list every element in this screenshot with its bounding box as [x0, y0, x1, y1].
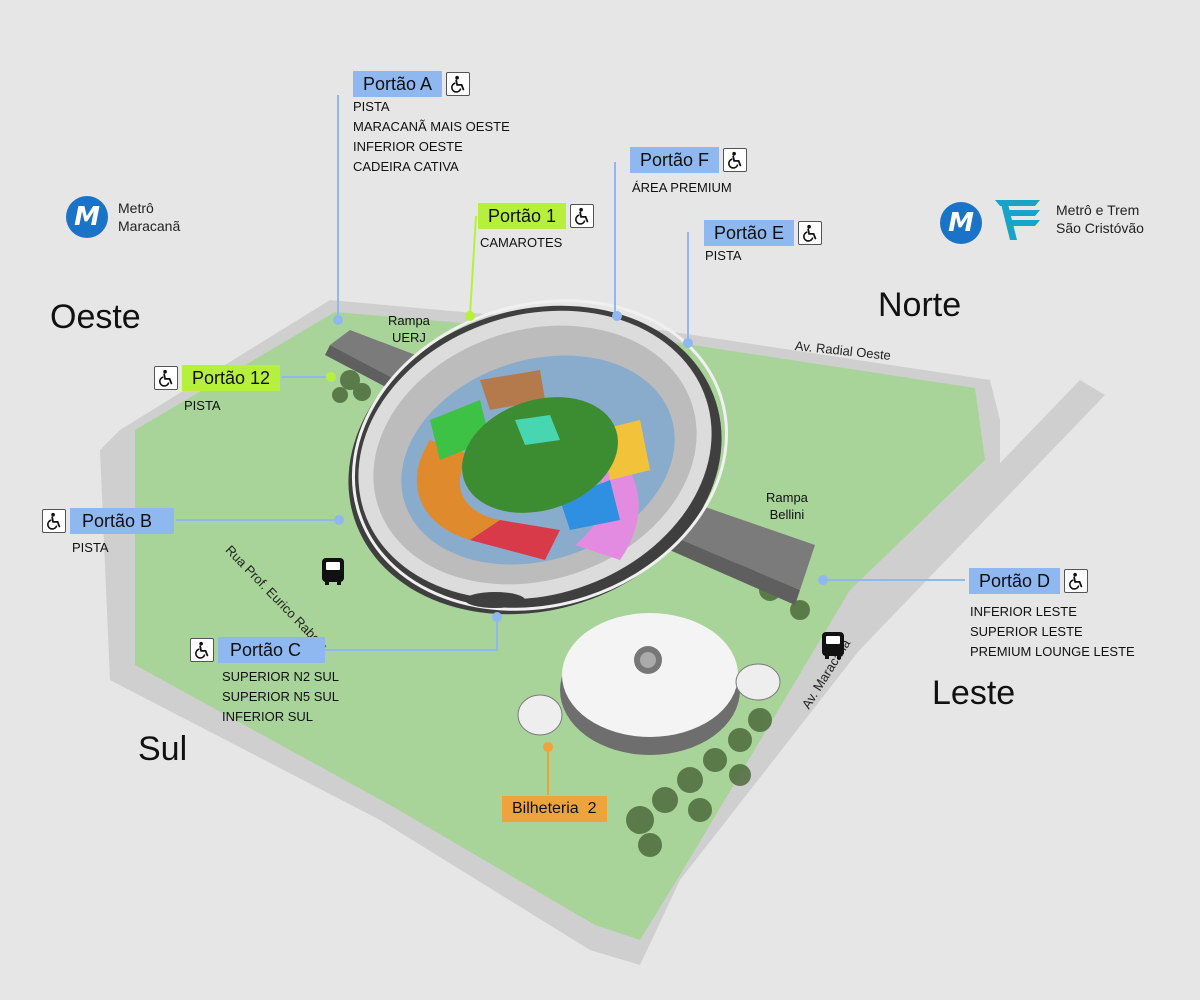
gate-d-label: Portão D: [969, 568, 1061, 594]
gate-a-sectors: PISTA MARACANÃ MAIS OESTE INFERIOR OESTE…: [353, 99, 510, 174]
gate-12-sectors: PISTA: [184, 398, 221, 413]
gate-b[interactable]: Portão B: [42, 508, 175, 534]
metro-sao-cristovao-line2: São Cristóvão: [1056, 220, 1144, 236]
metro-maracana[interactable]: M Metrô Maracanã: [66, 196, 180, 238]
wheelchair-icon: [570, 204, 595, 228]
wheelchair-icon: [723, 148, 748, 172]
gate-b-sectors: PISTA: [72, 540, 109, 555]
gate-f-sectors: ÁREA PREMIUM: [632, 180, 732, 195]
gate-d[interactable]: Portão D: [969, 568, 1089, 594]
metro-maracana-line2: Maracanã: [118, 218, 181, 234]
metro-logo-icon: M: [940, 202, 982, 244]
gate-1-label: Portão 1: [478, 203, 567, 229]
gate-1[interactable]: Portão 1: [478, 203, 595, 229]
maracanazinho-arena: [517, 613, 781, 755]
ramp-bellini: [665, 500, 815, 605]
gate-d-sectors: INFERIOR LESTE SUPERIOR LESTE PREMIUM LO…: [970, 604, 1135, 659]
bus-icon: [822, 632, 844, 659]
metro-sao-cristovao[interactable]: M: [940, 202, 982, 244]
metro-sao-cristovao-text: Metrô e Trem São Cristóvão: [1056, 201, 1144, 237]
ticket-office-label: Bilheteria 2: [502, 796, 607, 822]
wheelchair-icon: [154, 366, 178, 390]
gate-c[interactable]: Portão C: [190, 637, 326, 663]
bus-icon: [322, 558, 344, 585]
metro-maracana-line1: Metrô: [118, 200, 154, 216]
ramp-uerj-label: Rampa UERJ: [388, 313, 430, 345]
gate-a-label: Portão A: [353, 71, 443, 97]
gate-f[interactable]: Portão F: [630, 147, 748, 173]
wheelchair-icon: [446, 72, 471, 96]
wheelchair-icon: [798, 221, 823, 245]
gate-connectors: [176, 95, 965, 651]
direction-south: Sul: [138, 730, 188, 768]
ramp-bellini-label: Rampa Bellini: [766, 490, 808, 522]
gate-a[interactable]: Portão A: [353, 71, 471, 97]
park-lawn: [135, 312, 985, 940]
gate-e[interactable]: Portão E: [704, 220, 823, 246]
wheelchair-icon: [190, 638, 214, 662]
gate-e-sectors: PISTA: [705, 248, 742, 263]
wheelchair-icon: [42, 509, 66, 533]
gate-c-sectors: SUPERIOR N2 SUL SUPERIOR N5 SUL INFERIOR…: [222, 669, 340, 724]
gate-12-label: Portão 12: [182, 365, 281, 391]
gate-c-label: Portão C: [218, 637, 326, 663]
gate-f-label: Portão F: [630, 147, 720, 173]
direction-east: Leste: [932, 674, 1016, 712]
gate-e-label: Portão E: [704, 220, 795, 246]
metro-logo-icon: M: [66, 196, 108, 238]
direction-west: Oeste: [50, 298, 141, 336]
gate-1-sectors: CAMAROTES: [480, 235, 563, 250]
direction-north: Norte: [878, 286, 962, 324]
gate-b-label: Portão B: [70, 508, 175, 534]
train-logo-icon: [995, 200, 1040, 240]
gate-markers: [326, 311, 828, 752]
gate-12[interactable]: Portão 12: [154, 365, 281, 391]
metro-sao-cristovao-line1: Metrô e Trem: [1056, 202, 1140, 218]
ticket-office-2[interactable]: Bilheteria 2: [502, 796, 607, 822]
maracana-stadium: [348, 299, 729, 615]
gate-1-connector: [469, 215, 477, 316]
wheelchair-icon: [1064, 569, 1089, 593]
